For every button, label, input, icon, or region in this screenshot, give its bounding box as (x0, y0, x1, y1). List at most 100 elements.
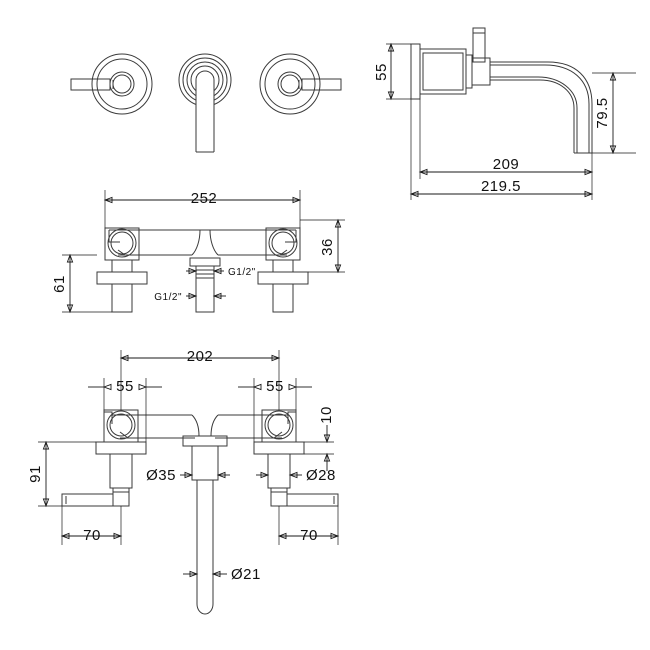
dimension-79-5: 79.5 (592, 71, 636, 155)
lower-spout-waist-right (211, 415, 218, 436)
arrow-55-top (387, 42, 395, 52)
arrow-10-bottom (323, 452, 331, 462)
dimension-label-70-left: 70 (83, 527, 101, 544)
arrow-70l-right (113, 532, 123, 540)
dimension-label-61: 61 (51, 275, 68, 293)
arrow-795-top (609, 71, 617, 81)
dimension-label-70-right: 70 (300, 527, 318, 544)
right-lever-bar (302, 79, 341, 90)
plan-centre-inlet (190, 230, 220, 312)
arrow-795-bottom (609, 145, 617, 155)
front-elevation-view (71, 54, 341, 152)
dimension-label-dia28: Ø28 (306, 467, 336, 484)
dimension-55-side: 55 (373, 42, 411, 101)
right-handle-hub-inner (281, 75, 299, 93)
lower-centre-spout (183, 415, 227, 614)
arrow-2195-right (584, 190, 594, 198)
dimension-label-dia35: Ø35 (146, 467, 176, 484)
centre-inlet-curve-right (210, 230, 218, 255)
dimension-label-g12-upper: G1/2" (228, 267, 256, 278)
lower-left-valve (62, 410, 146, 506)
arrow-70r-left (277, 532, 287, 540)
left-rosette-outer-ring (92, 54, 152, 114)
dimension-g12-upper: G1/2" (186, 267, 256, 278)
dimension-label-219-5: 219.5 (481, 178, 521, 195)
dimension-g12-lower: G1/2" (154, 292, 226, 303)
left-rosette-inner-ring (97, 59, 147, 109)
arrow-252-left (103, 196, 113, 204)
spout-collar-ring (466, 55, 472, 88)
dimension-202: 202 (119, 348, 281, 410)
dimension-36: 36 (300, 218, 345, 274)
left-handle-assembly (71, 54, 152, 114)
dimension-label-209: 209 (493, 156, 520, 173)
dimension-label-252: 252 (191, 190, 218, 207)
arrow-2195-left (409, 190, 419, 198)
dimension-label-10: 10 (318, 406, 335, 424)
right-valve-shank (273, 284, 293, 312)
lower-left-handle-hub (113, 488, 129, 506)
arrow-91-top (42, 440, 50, 450)
arrow-36-bottom (334, 264, 342, 274)
handle-stem-upright (473, 28, 485, 62)
arrow-dia28-left (260, 471, 270, 479)
dimension-91: 91 (27, 440, 96, 508)
plan-view-from-above: 252 36 61 G1/2" (51, 190, 345, 314)
lower-right-valve-shank (268, 454, 290, 488)
lower-right-valve-ring-outer (265, 411, 293, 439)
plan-right-valve (258, 228, 308, 312)
arrow-70r-right (330, 532, 340, 540)
centre-inlet-curve-left (192, 230, 200, 255)
dimension-252: 252 (103, 190, 302, 228)
arrow-g12-lower-right (212, 292, 222, 300)
spout-bend-inner-inner (538, 77, 577, 153)
spout-body-barrel-inner (423, 53, 463, 90)
arrow-55-bottom (387, 91, 395, 101)
dimension-label-202: 202 (187, 348, 214, 365)
left-valve-flange (97, 272, 147, 284)
dimension-label-91: 91 (27, 465, 44, 483)
lower-left-bevel (120, 432, 128, 438)
dimension-dia35: Ø35 (146, 467, 230, 484)
spout-collar-block (472, 58, 490, 85)
lower-spout-tube-tip (197, 604, 213, 614)
centre-inlet-flange (190, 258, 220, 266)
arrow-g12-upper-right (212, 267, 222, 275)
side-elevation-view: 55 79.5 209 219.5 (373, 28, 636, 200)
dimension-55-right: 55 (238, 378, 312, 442)
centre-inlet-thread-upper (196, 266, 214, 278)
right-valve-ring-outer (269, 229, 297, 257)
spout-body-barrel (420, 49, 466, 94)
lower-left-valve-ring-outer (107, 411, 135, 439)
arrow-91-bottom (42, 498, 50, 508)
dimension-dia28: Ø28 (256, 467, 336, 484)
left-valve-shank (112, 284, 132, 312)
dimension-label-79-5: 79.5 (594, 97, 611, 128)
arrow-55l-right (138, 383, 148, 391)
arrow-dia21-right (211, 570, 221, 578)
right-rosette-inner-ring (265, 59, 315, 109)
left-handle-hub-outer (110, 72, 134, 96)
dimension-dia21: Ø21 (183, 566, 260, 583)
arrow-dia28-right (288, 471, 298, 479)
dimension-label-g12-lower: G1/2" (154, 292, 182, 303)
dimension-209: 209 (418, 99, 594, 179)
left-handle-hub-inner (113, 75, 131, 93)
arrow-61-top (66, 253, 74, 263)
arrow-209-left (418, 168, 428, 176)
plan-left-valve (97, 228, 147, 312)
lower-right-bevel (274, 432, 282, 438)
right-valve-ring-inner (272, 232, 294, 254)
lower-right-valve-flange (254, 442, 304, 454)
dimension-label-55-side: 55 (373, 63, 390, 81)
arrow-dia21-left (189, 570, 199, 578)
lower-right-handle-hub (271, 488, 287, 506)
spout-bend-outer (548, 62, 592, 153)
left-valve-ring-inner (111, 232, 133, 254)
arrow-55r-right (288, 383, 298, 391)
lower-spout-collar (192, 446, 218, 480)
arrow-61-bottom (66, 304, 74, 314)
plan-view-from-below: 202 55 55 91 (27, 348, 340, 614)
